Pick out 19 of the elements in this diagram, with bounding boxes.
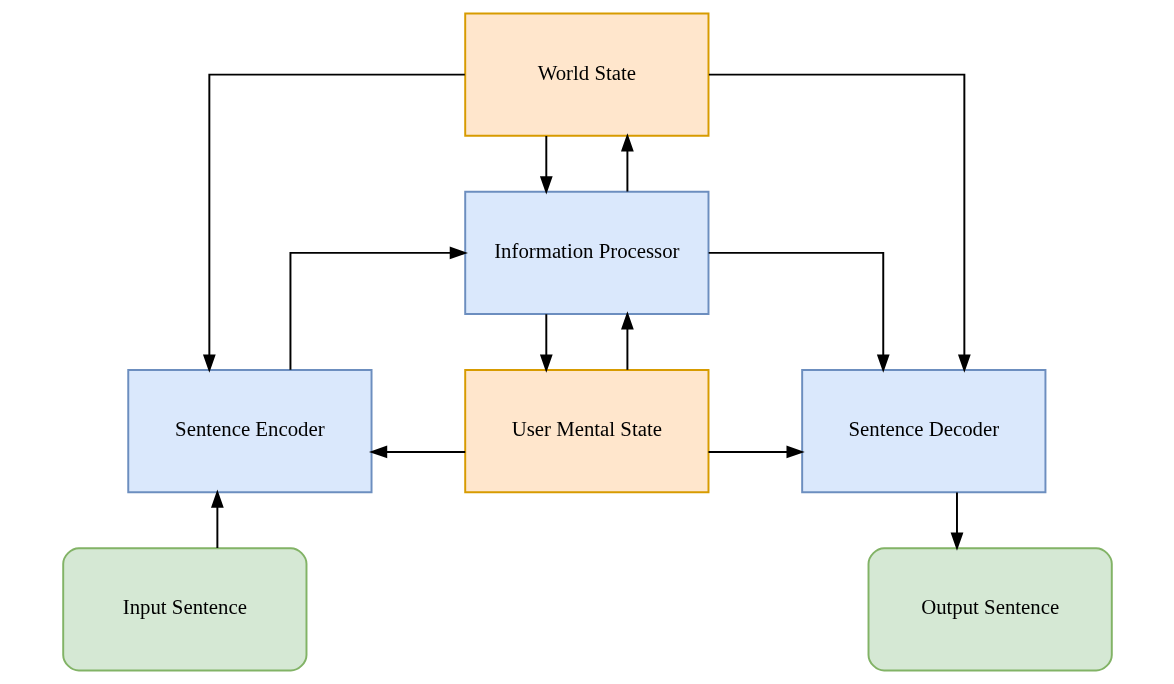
arrow: [707, 445, 805, 459]
node-box: Input Sentence: [61, 547, 307, 672]
node-box: Sentence Encoder: [126, 369, 372, 494]
arrow: [950, 491, 963, 551]
arrow: [539, 313, 553, 373]
arrow: [539, 135, 553, 195]
arrow: [202, 73, 466, 373]
arrow: [210, 489, 224, 549]
arrow: [707, 251, 890, 373]
node-box: Output Sentence: [867, 547, 1113, 672]
node-box: Sentence Decoder: [800, 369, 1046, 494]
node-box: User Mental State: [463, 369, 709, 494]
arrow: [620, 133, 634, 193]
arrow: [368, 445, 466, 459]
node-box: Information Processor: [463, 190, 709, 315]
arrow: [288, 246, 468, 371]
arrow: [707, 73, 971, 373]
node-box: World State: [463, 12, 709, 137]
arrow: [620, 311, 634, 371]
